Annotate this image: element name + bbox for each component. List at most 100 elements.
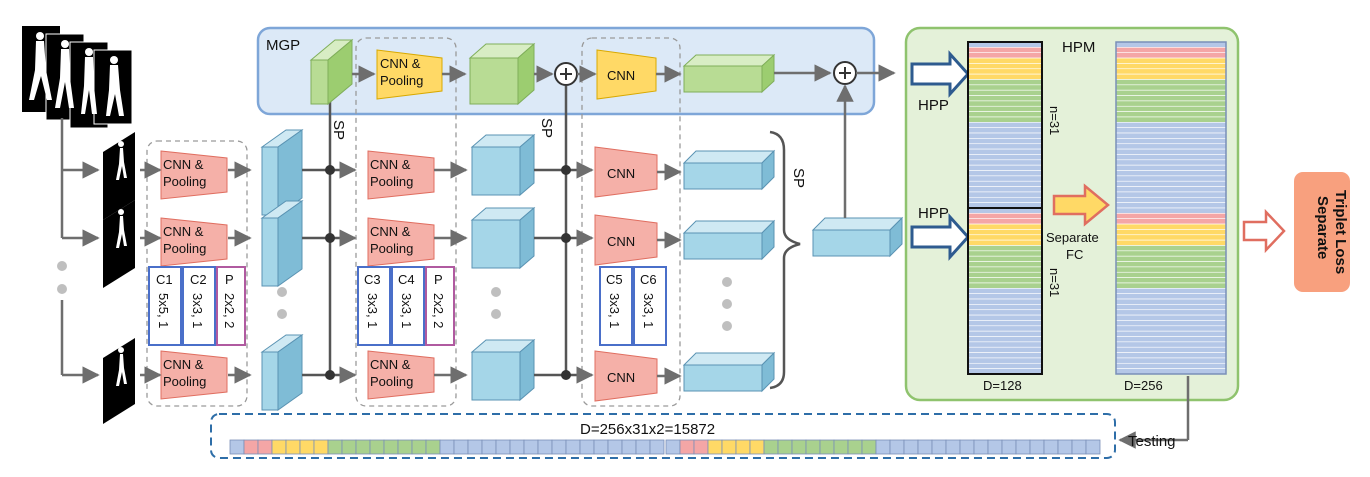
stage3-group: [581, 37, 681, 407]
feature-map-cube: [260, 334, 304, 411]
sp-label: SP: [330, 120, 347, 140]
brace: [769, 130, 801, 390]
config-box-c4: C4 3x3, 1: [391, 266, 425, 346]
config-box-p: P 2x2, 2: [216, 266, 246, 346]
n-parts-label: n=31: [1047, 268, 1062, 297]
hpp-arrow-icon: [910, 50, 971, 98]
config-box-c5: C5 3x3, 1: [599, 266, 633, 346]
svg-text:CNN: CNN: [607, 234, 635, 249]
n-parts-label: n=31: [1047, 106, 1062, 135]
svg-text:C6: C6: [640, 272, 657, 287]
sp-label: SP: [538, 118, 555, 138]
svg-text:CNN &: CNN &: [370, 357, 411, 372]
testing-label: Testing: [1128, 433, 1176, 450]
svg-text:CNN: CNN: [607, 68, 635, 83]
svg-text:CNN &: CNN &: [163, 357, 204, 372]
svg-text:Pooling: Pooling: [163, 174, 206, 189]
separate-fc-label: Separate: [1046, 230, 1099, 245]
svg-text:Pooling: Pooling: [370, 374, 413, 389]
silhouette-frame-icon: [103, 200, 135, 288]
hpm-label: HPM: [1062, 39, 1095, 56]
ellipsis-dot: [57, 284, 67, 294]
mgp-cnn-block: CNN: [596, 49, 657, 100]
svg-text:C1: C1: [156, 272, 173, 287]
config-box-c1: C1 5x5, 1: [148, 266, 182, 346]
svg-text:CNN &: CNN &: [163, 157, 204, 172]
mgp-label: MGP: [266, 37, 300, 54]
feature-map-cube: [470, 206, 536, 270]
svg-text:C4: C4: [398, 272, 415, 287]
svg-text:C2: C2: [190, 272, 207, 287]
silhouette-frame-icon: [103, 338, 135, 424]
cnn-block: CNN: [594, 350, 658, 402]
config-box-p: P 2x2, 2: [425, 266, 455, 346]
cnn-pooling-block: CNN & Pooling: [367, 217, 435, 267]
svg-text:CNN &: CNN &: [370, 157, 411, 172]
mgp-cnn-pooling-block: CNN & Pooling: [376, 49, 443, 100]
svg-text:3x3, 1: 3x3, 1: [190, 293, 205, 328]
fc-feature-stack: [1115, 41, 1227, 375]
cnn-pooling-block: CNN & Pooling: [367, 150, 435, 200]
svg-text:5x5, 1: 5x5, 1: [156, 293, 171, 328]
svg-text:CNN: CNN: [607, 166, 635, 181]
separate-fc-arrow-icon: [1052, 183, 1110, 227]
svg-text:3x3, 1: 3x3, 1: [365, 293, 380, 328]
stage1-group: [146, 140, 248, 407]
add-operator-icon: [554, 62, 578, 86]
svg-text:3x3, 1: 3x3, 1: [607, 293, 622, 328]
feature-map-cube: [682, 219, 776, 261]
cnn-pooling-block: CNN & Pooling: [160, 350, 228, 400]
feature-map-cube: [682, 149, 776, 191]
silhouette-frame-icon: [103, 132, 135, 220]
svg-text:C3: C3: [364, 272, 381, 287]
mgp-feature-block: [309, 38, 354, 106]
svg-text:3x3, 1: 3x3, 1: [641, 293, 656, 328]
dim-label-128: D=128: [983, 378, 1022, 393]
feature-map-cube: [470, 133, 536, 197]
aggregated-feature-cube: [811, 216, 904, 258]
svg-text:2x2, 2: 2x2, 2: [431, 293, 446, 328]
cnn-pooling-block: CNN & Pooling: [160, 150, 228, 200]
config-box-c6: C6 3x3, 1: [633, 266, 667, 346]
svg-text:CNN: CNN: [607, 370, 635, 385]
ellipsis-dot: [57, 261, 67, 271]
feature-map-cube: [470, 338, 536, 402]
svg-text:CNN &: CNN &: [380, 56, 421, 71]
cnn-pooling-block: CNN & Pooling: [367, 350, 435, 400]
separate-triplet-loss-box: Separate Triplet Loss: [1294, 172, 1350, 292]
hpp-arrow-icon: [910, 213, 971, 261]
svg-text:Separate: Separate: [1314, 196, 1331, 259]
cnn-block: CNN: [594, 146, 658, 198]
svg-text:2x2, 2: 2x2, 2: [222, 293, 237, 328]
mgp-feature-block: [682, 53, 776, 94]
dim-label-256: D=256: [1124, 378, 1163, 393]
feature-map-cube: [682, 351, 776, 393]
hpp-label: HPP: [918, 97, 949, 114]
hpp-feature-stack: [967, 41, 1043, 375]
cnn-block: CNN: [594, 214, 658, 266]
add-operator-icon: [833, 61, 857, 85]
sp-label: SP: [790, 168, 807, 188]
svg-text:Pooling: Pooling: [370, 174, 413, 189]
config-box-c2: C2 3x3, 1: [182, 266, 216, 346]
final-feature-container: [210, 413, 1116, 459]
final-feature-dim-label: D=256x31x2=15872: [580, 421, 715, 438]
svg-text:Pooling: Pooling: [163, 241, 206, 256]
svg-text:C5: C5: [606, 272, 623, 287]
silhouette-set-icon: [22, 26, 133, 129]
feature-map-cube: [260, 200, 304, 287]
cnn-pooling-block: CNN & Pooling: [160, 217, 228, 267]
config-box-c3: C3 3x3, 1: [357, 266, 391, 346]
svg-text:Pooling: Pooling: [370, 241, 413, 256]
separate-fc-label: FC: [1066, 247, 1083, 262]
svg-text:Triplet Loss: Triplet Loss: [1332, 190, 1349, 274]
loss-arrow-icon: [1242, 208, 1286, 254]
svg-text:P: P: [225, 272, 234, 287]
hpp-label: HPP: [918, 205, 949, 222]
mgp-feature-block: [468, 42, 536, 106]
stage2-group: [355, 37, 457, 407]
svg-text:CNN &: CNN &: [370, 224, 411, 239]
svg-text:Pooling: Pooling: [380, 73, 423, 88]
svg-text:Pooling: Pooling: [163, 374, 206, 389]
